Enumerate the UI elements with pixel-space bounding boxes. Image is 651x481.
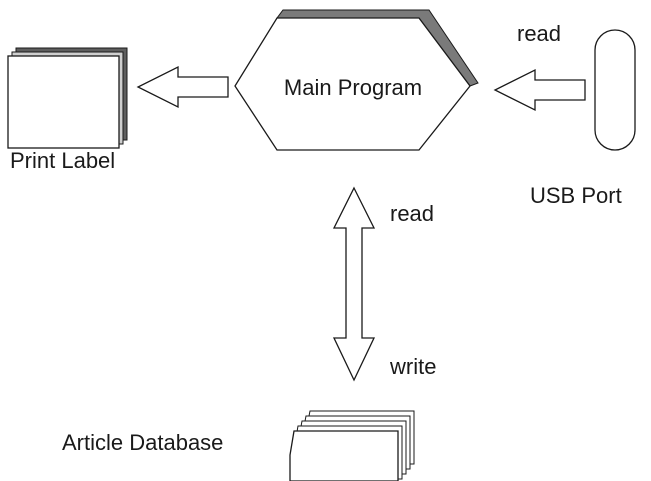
print-label-label: Print Label — [10, 148, 115, 173]
arrow-main-database-bidirectional — [332, 186, 376, 382]
main-program-node: Main Program — [234, 9, 479, 151]
article-database-label: Article Database — [62, 430, 223, 455]
main-program-hexagon — [234, 17, 471, 151]
arrow-main-to-print — [136, 65, 229, 109]
database-read-label: read — [390, 201, 434, 226]
article-database-node: Article Database — [62, 410, 415, 481]
main-program-label: Main Program — [284, 75, 422, 100]
usb-read-label: read — [517, 21, 561, 46]
usb-port-capsule — [594, 29, 636, 151]
usb-port-node: USB Port — [530, 29, 636, 208]
database-write-label: write — [389, 354, 436, 379]
print-label-node: Print Label — [7, 47, 128, 173]
arrow-usb-to-main — [493, 68, 586, 112]
usb-port-label: USB Port — [530, 183, 622, 208]
print-label-sheet-front — [7, 55, 120, 149]
database-sheet-5 — [289, 430, 399, 481]
